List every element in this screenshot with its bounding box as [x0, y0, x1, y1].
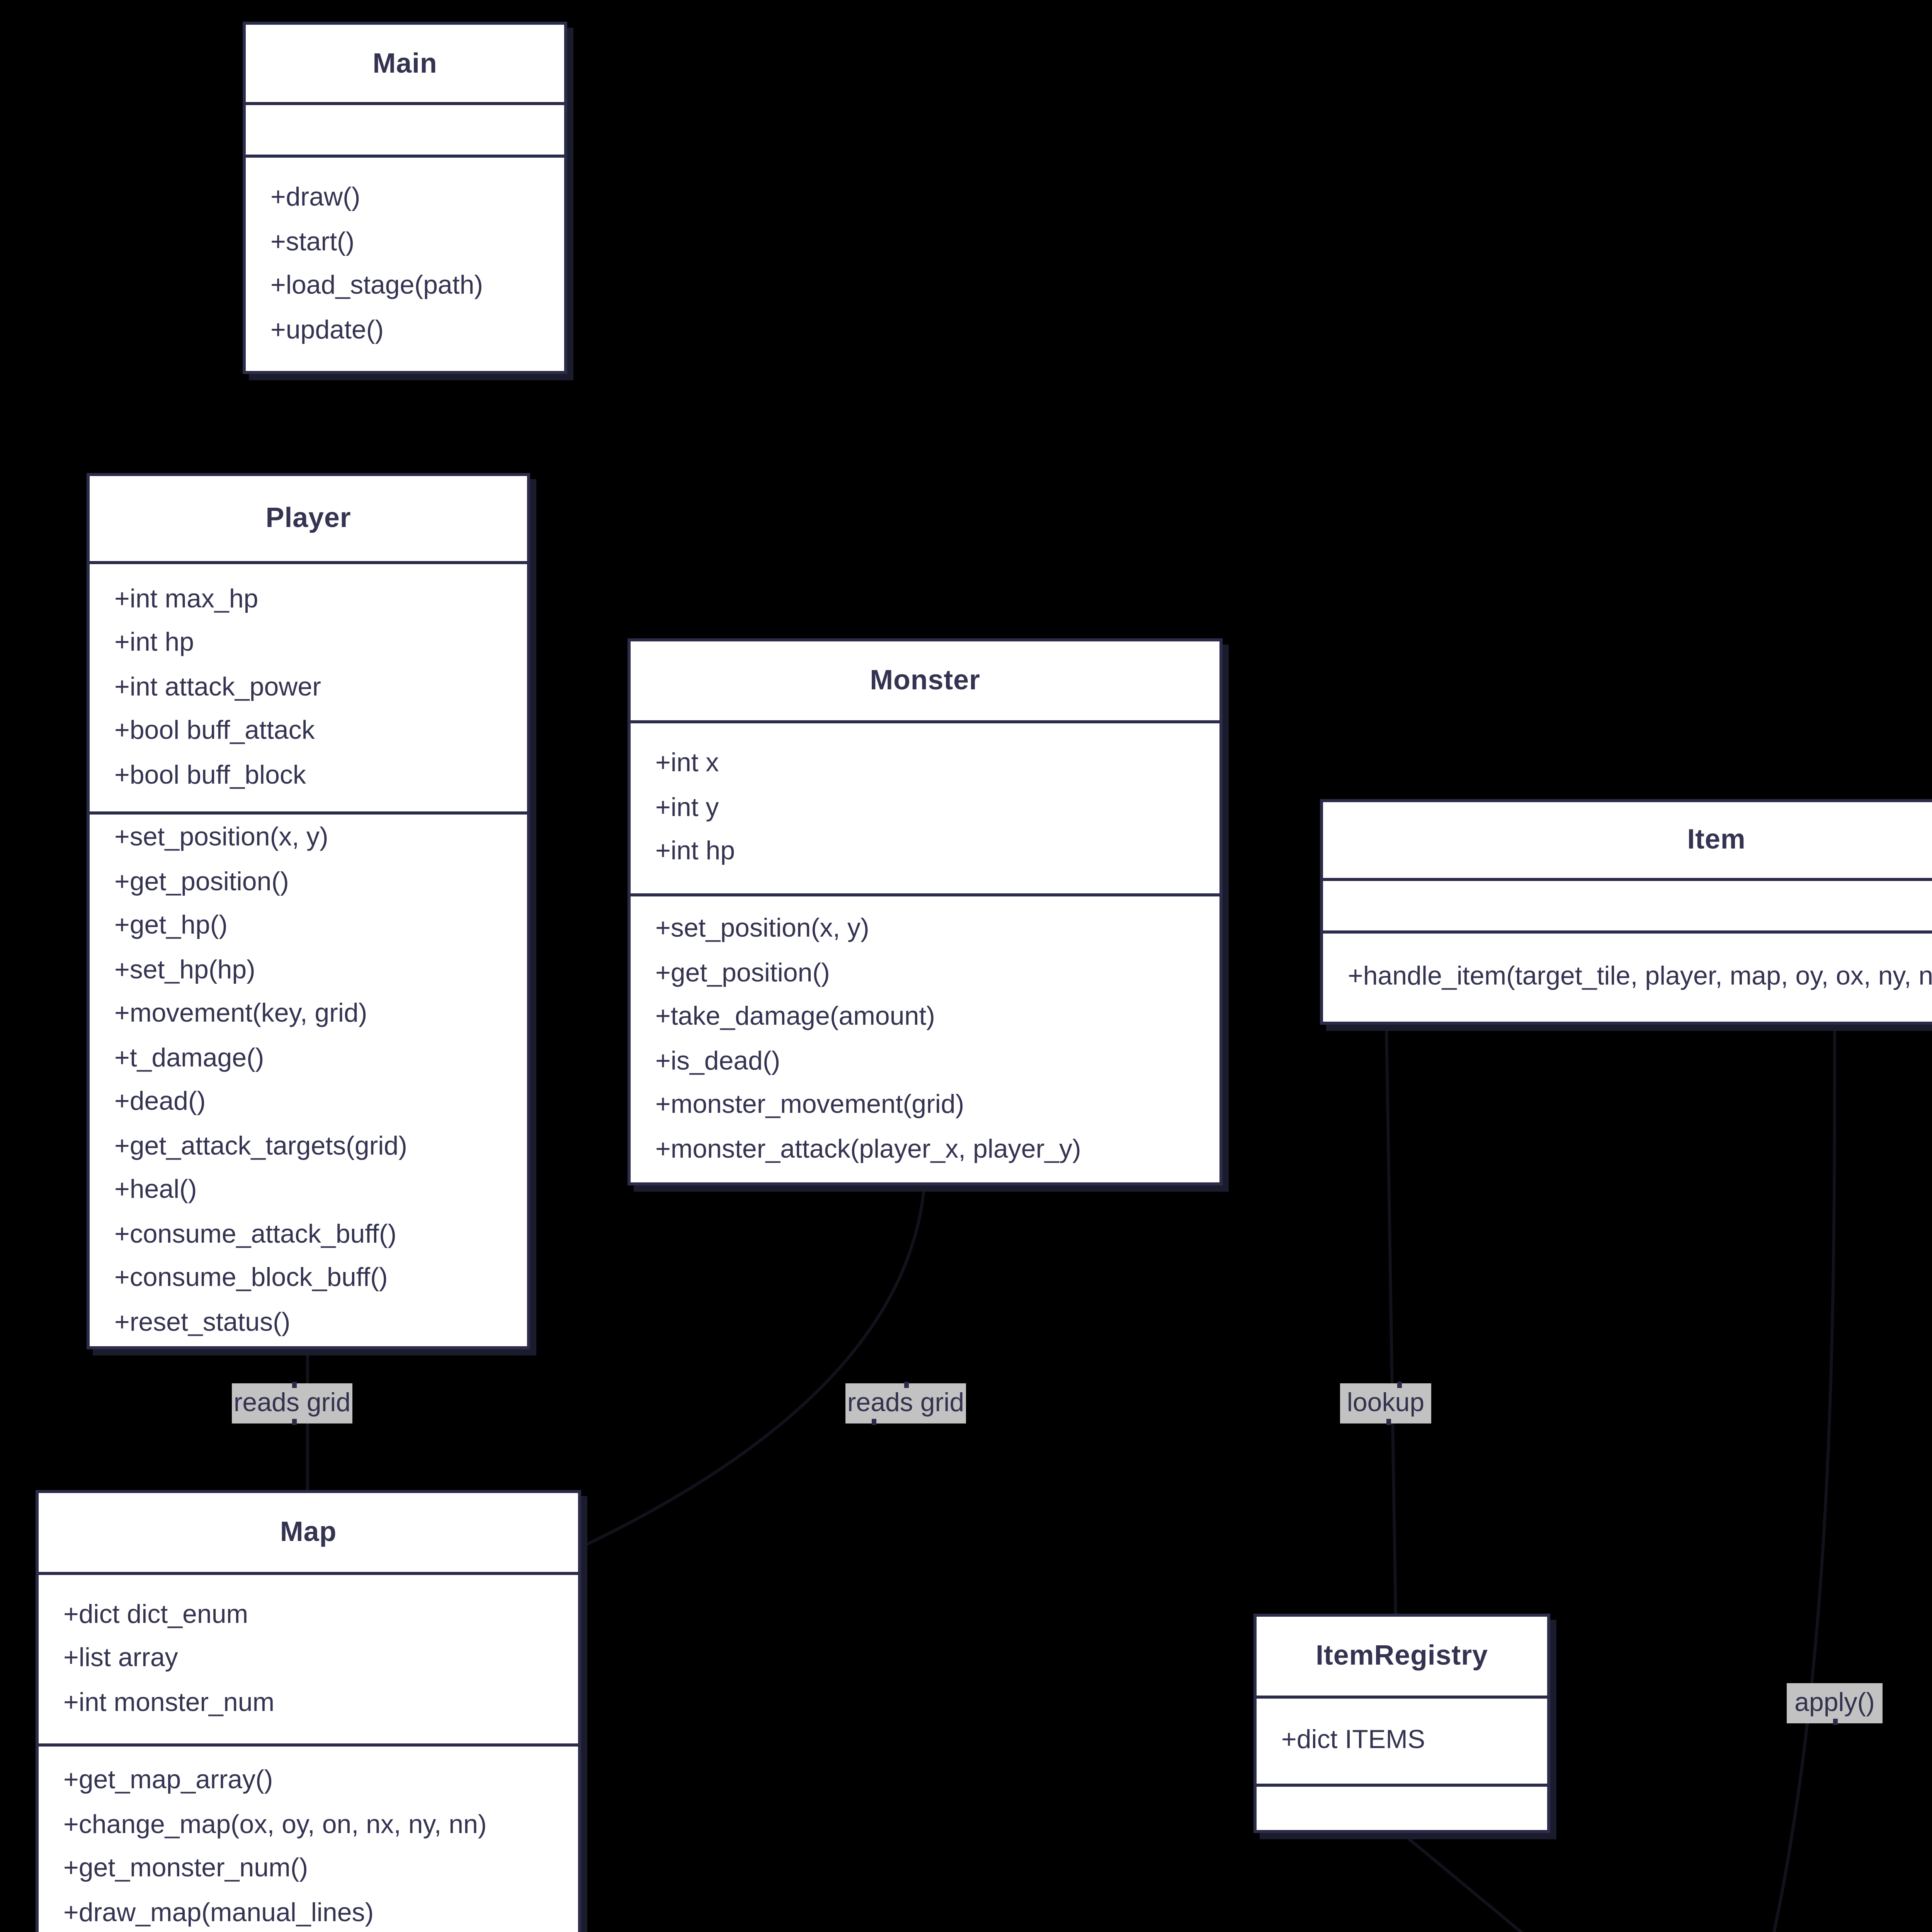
class-attributes-item	[1323, 881, 1932, 934]
class-title-itemregistry: ItemRegistry	[1257, 1617, 1547, 1699]
edge-label-lookup: lookup	[1340, 1382, 1431, 1425]
class-methods-item: +handle_item(target_tile, player, map, o…	[1348, 962, 1932, 991]
edge-label-player-map-reads-grid: reads grid	[232, 1382, 352, 1425]
class-box-monster: Monster +int x +int y +int hp +set_posit…	[628, 638, 1223, 1185]
class-title-item: Item	[1323, 802, 1932, 881]
class-methods-player: +set_position(x, y) +get_position() +get…	[114, 822, 407, 1336]
edge-label-monster-map-reads-grid: reads grid	[845, 1382, 966, 1425]
edge-label-apply: apply()	[1787, 1683, 1883, 1725]
class-title-monster: Monster	[631, 641, 1219, 723]
class-box-player: Player +int max_hp +int hp +int attack_p…	[87, 473, 530, 1349]
class-box-item: Item +handle_item(target_tile, player, m…	[1320, 799, 1932, 1025]
class-attributes-player: +int max_hp +int hp +int attack_power +b…	[90, 564, 527, 815]
class-attributes-monster: +int x +int y +int hp	[631, 723, 1219, 896]
class-methods-itemregistry	[1257, 1787, 1547, 1830]
class-title-map: Map	[39, 1493, 578, 1575]
class-box-main: Main +draw() +start() +load_stage(path) …	[243, 22, 567, 374]
class-title-player: Player	[90, 476, 527, 564]
class-attributes-main	[246, 105, 564, 158]
class-attributes-map: +dict dict_enum +list array +int monster…	[39, 1575, 578, 1747]
class-box-itemregistry: ItemRegistry +dict ITEMS	[1253, 1614, 1550, 1833]
class-methods-map: +get_map_array() +change_map(ox, oy, on,…	[63, 1765, 487, 1927]
class-attributes-itemregistry: +dict ITEMS	[1257, 1699, 1547, 1787]
class-box-map: Map +dict dict_enum +list array +int mon…	[36, 1490, 581, 1932]
class-methods-monster: +set_position(x, y) +get_position() +tak…	[655, 913, 1081, 1163]
class-title-main: Main	[246, 25, 564, 105]
class-methods-main: +draw() +start() +load_stage(path) +upda…	[270, 182, 483, 344]
